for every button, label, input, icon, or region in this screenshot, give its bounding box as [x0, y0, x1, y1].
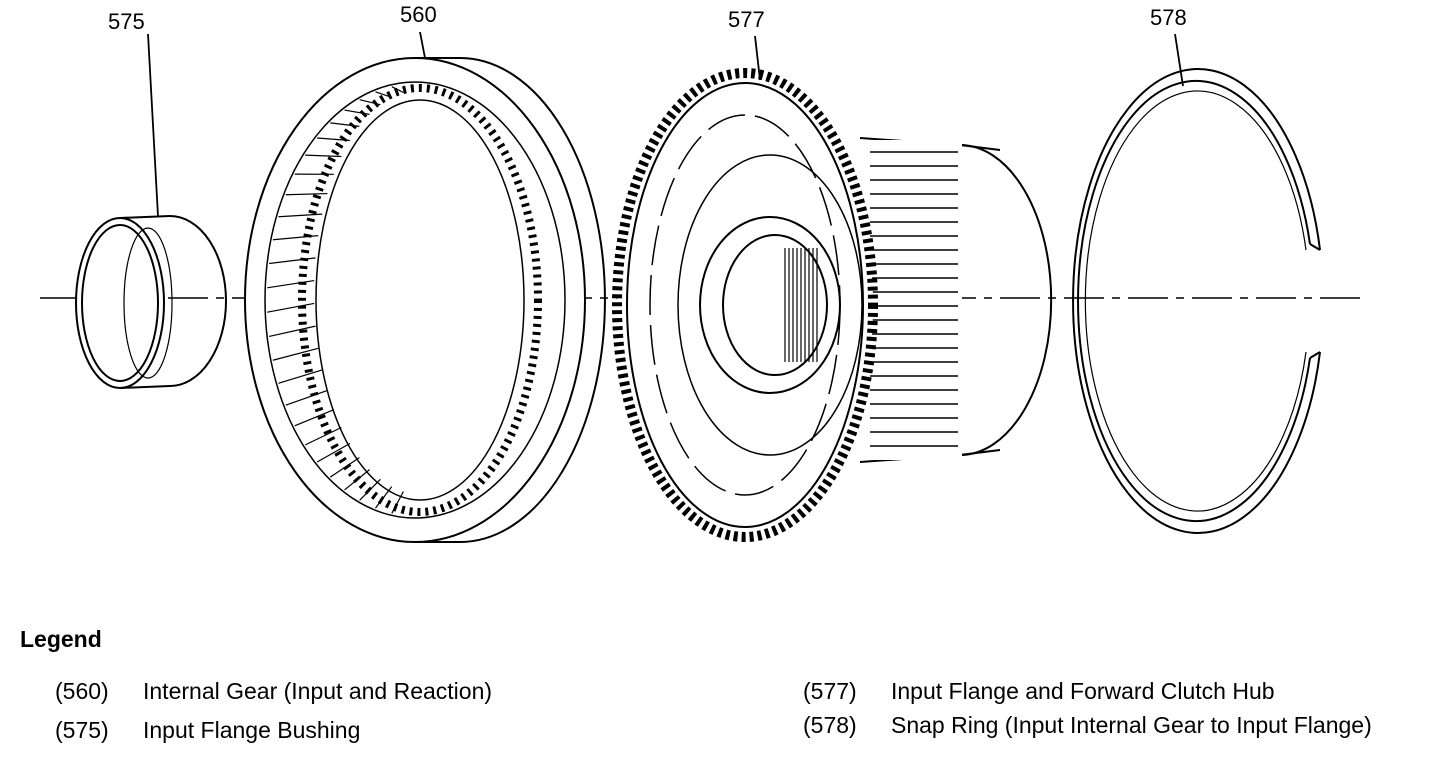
- callout-560: 560: [400, 2, 437, 27]
- legend-item-description: Input Flange Bushing: [143, 717, 361, 743]
- legend-title: Legend: [20, 626, 102, 652]
- part-575-bushing: [75, 215, 227, 389]
- callout-577: 577: [728, 7, 765, 32]
- legend-item-description: Snap Ring (Input Internal Gear to Input …: [891, 712, 1372, 738]
- legend-item-description: Internal Gear (Input and Reaction): [143, 678, 493, 704]
- part-577-flange-hub: [612, 68, 1053, 542]
- callout-575: 575: [108, 9, 145, 34]
- legend-item: (577) Input Flange and Forward Clutch Hu…: [803, 676, 1403, 706]
- legend-item-number: (575): [55, 717, 109, 743]
- legend-item: (575) Input Flange Bushing: [55, 715, 695, 745]
- legend-item-number: (577): [803, 678, 857, 704]
- leader-lines: [147, 31, 1184, 217]
- legend-item-description: Input Flange and Forward Clutch Hub: [891, 678, 1275, 704]
- legend-item: (578) Snap Ring (Input Internal Gear to …: [803, 710, 1403, 740]
- legend-item-number: (560): [55, 678, 109, 704]
- legend-item-number: (578): [803, 712, 857, 738]
- legend-item: (560) Internal Gear (Input and Reaction): [55, 676, 695, 706]
- exploded-parts-diagram: 575 560 577 578: [40, 2, 1360, 543]
- callout-578: 578: [1150, 5, 1187, 30]
- part-560-internal-gear: [244, 57, 606, 543]
- part-578-snap-ring: [1072, 68, 1321, 534]
